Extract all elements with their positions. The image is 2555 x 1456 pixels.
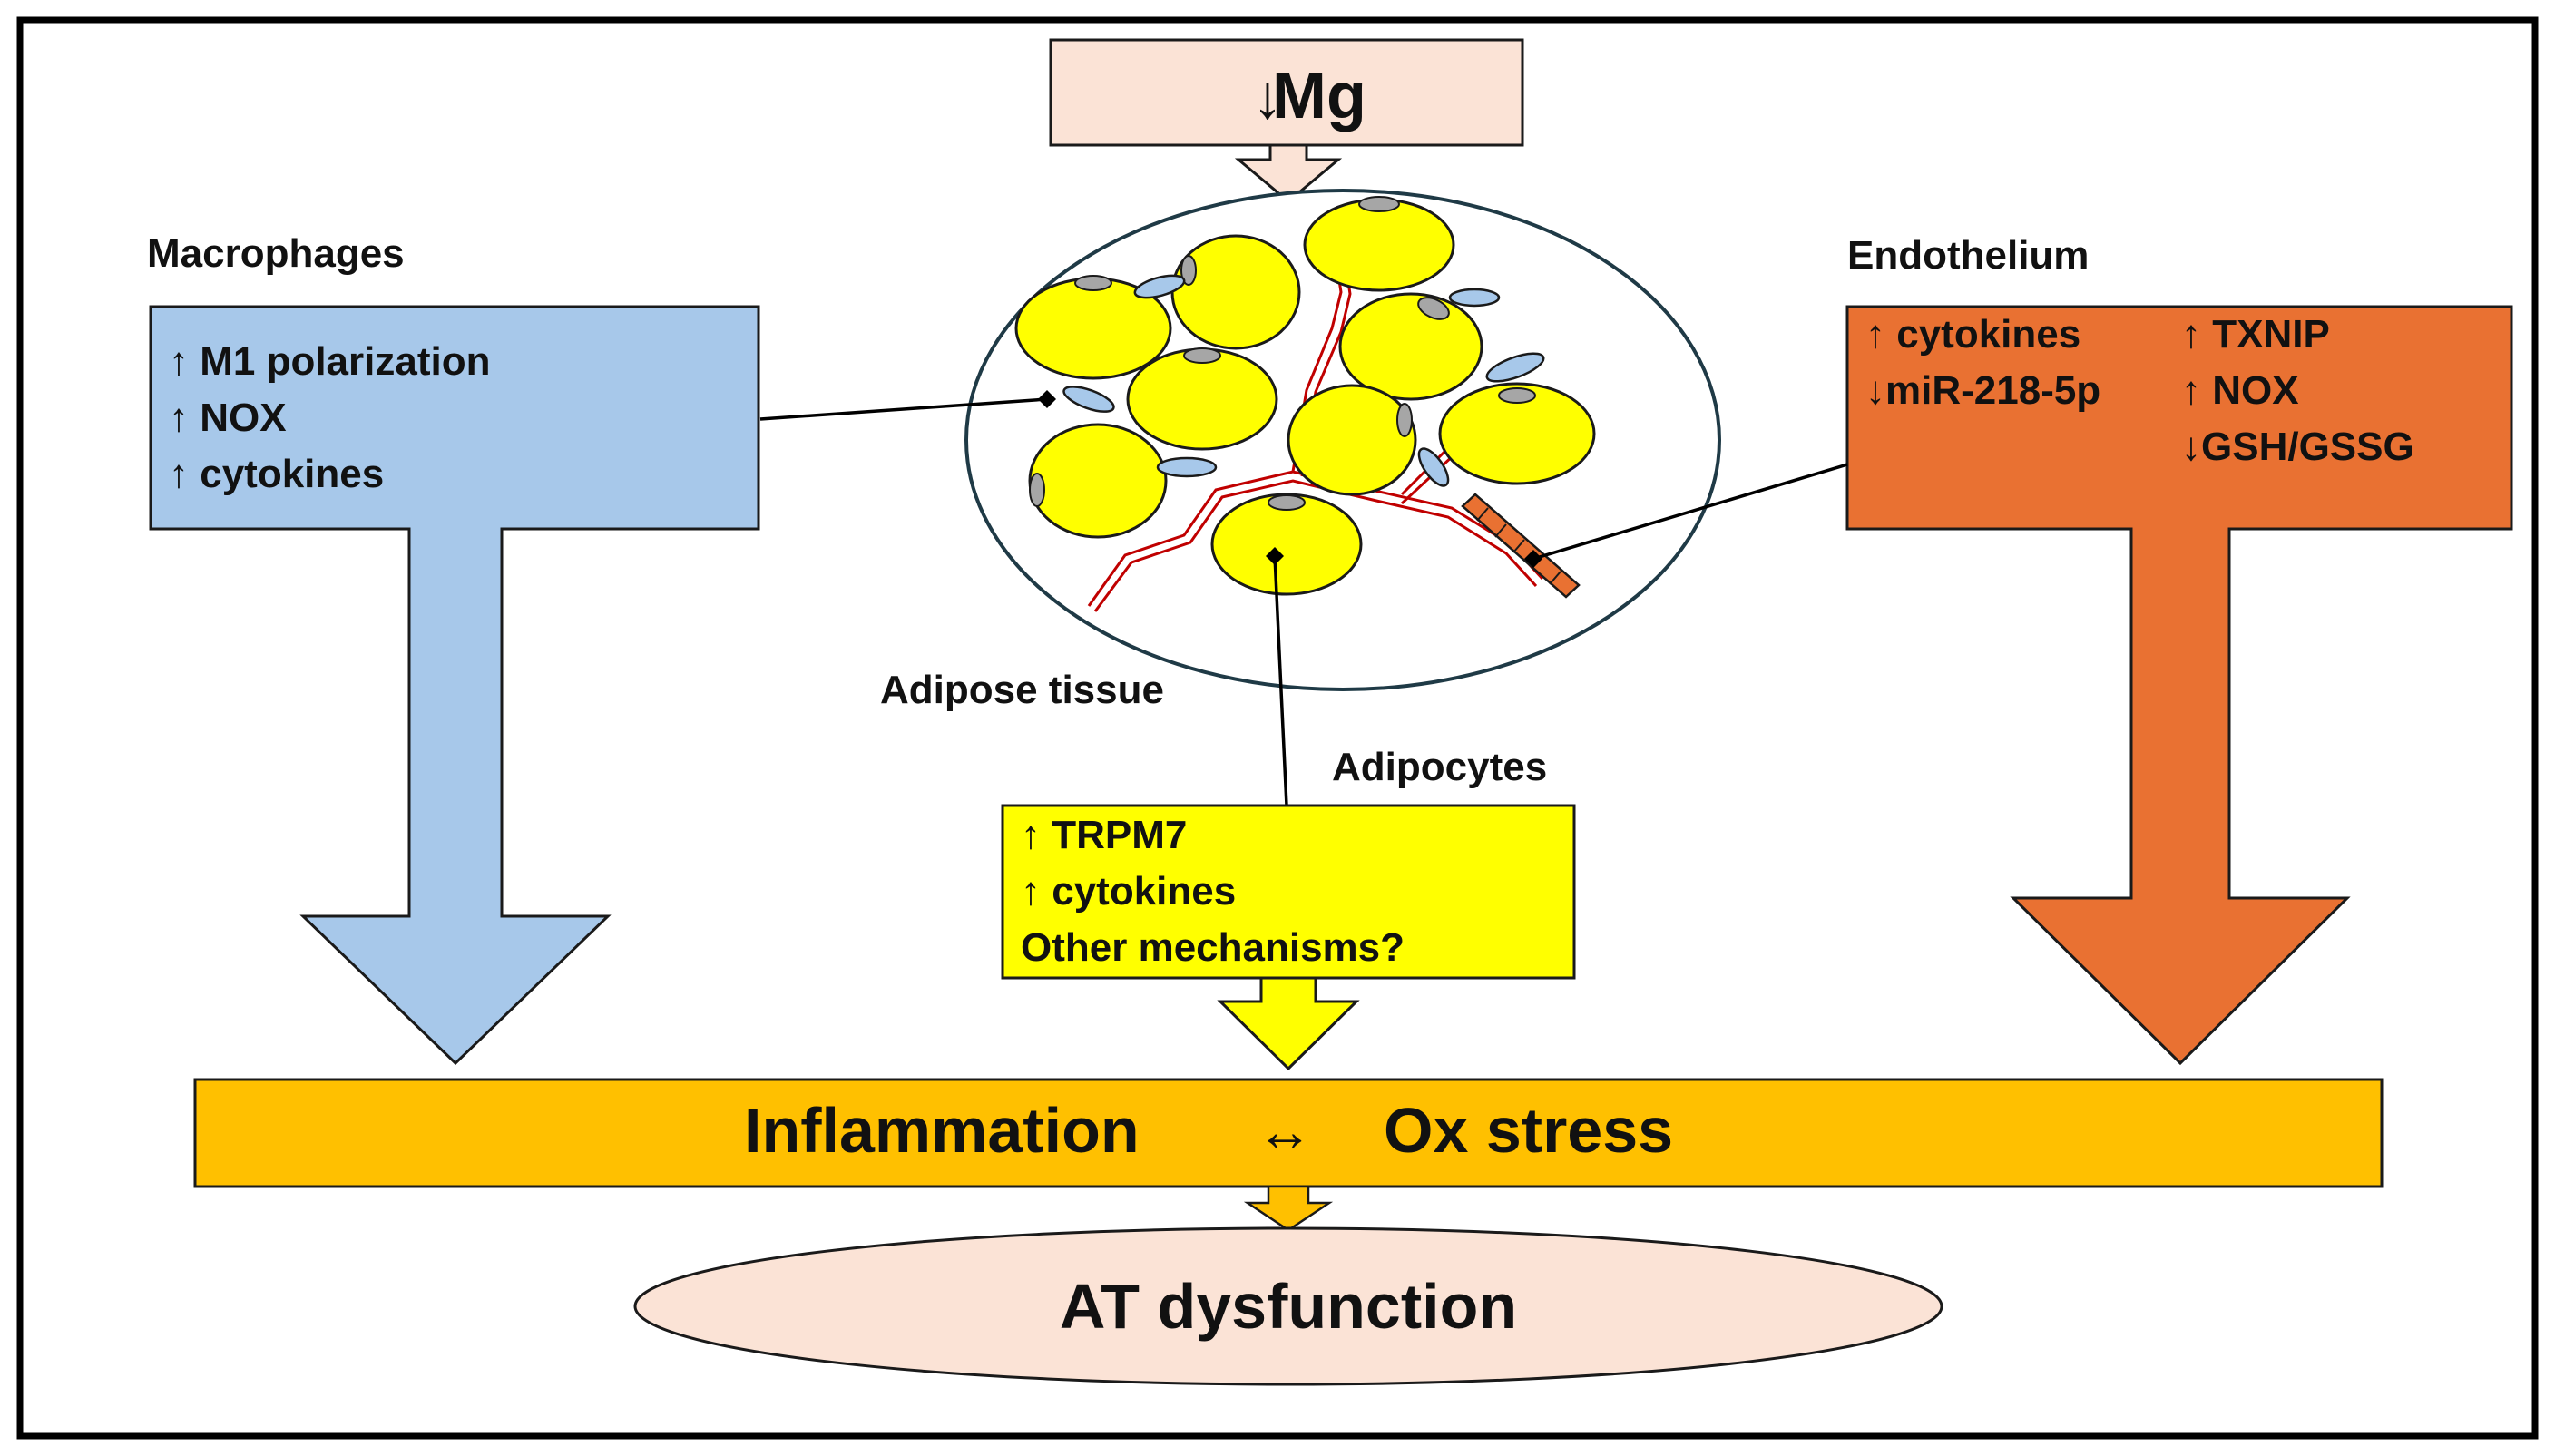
macrophage-cell xyxy=(1417,447,1450,487)
macrophage-cell xyxy=(1485,352,1545,383)
connector-macrophages xyxy=(759,397,1048,421)
mg-label: Mg xyxy=(1272,60,1366,132)
macrophages-arrow xyxy=(149,305,760,1066)
nucleus xyxy=(1498,387,1536,404)
nucleus xyxy=(1180,255,1197,286)
marker-adipocyte xyxy=(1266,547,1284,565)
nucleus xyxy=(1358,196,1400,212)
adipocyte xyxy=(1028,423,1168,539)
marker-macrophage xyxy=(1038,390,1056,408)
connector-lines xyxy=(759,397,1848,806)
connector-endothelium xyxy=(1532,463,1848,561)
endothelium-title: Endothelium xyxy=(1847,233,2089,278)
ox-stress-label: Ox stress xyxy=(1384,1095,1673,1166)
macrophages-title: Macrophages xyxy=(147,231,405,276)
adipose-tissue-label: Adipose tissue xyxy=(880,668,1164,712)
macrophage-cell xyxy=(1062,386,1115,413)
at-dysfunction-ellipse xyxy=(633,1226,1943,1386)
endothelium-item: ↓miR-218-5p xyxy=(1865,368,2100,413)
endothelium-block: Endothelium ↑ cytokines ↓miR-218-5p ↑ TX… xyxy=(1845,233,2513,1066)
at-dysfunction-label: AT dysfunction xyxy=(1060,1271,1517,1342)
macrophage-cell xyxy=(1448,288,1501,308)
nucleus xyxy=(1268,494,1306,511)
adipocyte xyxy=(1170,234,1301,350)
adipocytes-title: Adipocytes xyxy=(1332,745,1547,789)
endothelium-arrow xyxy=(1845,305,2513,1066)
adipocytes-item: ↑ TRPM7 xyxy=(1021,813,1187,857)
macrophages-item: ↑ M1 polarization xyxy=(169,339,490,384)
adipocyte xyxy=(1126,347,1278,451)
marker-endothelium xyxy=(1524,550,1542,568)
adipocyte xyxy=(1287,384,1417,496)
endothelium-item: ↑ NOX xyxy=(2181,368,2299,413)
macrophages-item: ↑ cytokines xyxy=(169,452,384,496)
adipocytes-block: Adipocytes ↑ TRPM7 ↑ cytokines Other mec… xyxy=(1001,745,1576,1071)
macrophage-cell xyxy=(1133,274,1186,299)
adipocytes-arrow xyxy=(1217,976,1360,1071)
connector-adipocytes xyxy=(1273,555,1288,806)
endothelium-item: ↑ TXNIP xyxy=(2181,312,2330,357)
final-arrow xyxy=(1243,1185,1334,1232)
nucleus xyxy=(1074,275,1112,291)
adipocyte xyxy=(1303,198,1455,292)
nucleus xyxy=(1029,473,1045,507)
macrophages-block: Macrophages ↑ M1 polarization ↑ NOX ↑ cy… xyxy=(147,231,760,1066)
adipocyte xyxy=(1438,382,1596,485)
mg-box xyxy=(1049,38,1524,147)
adipocytes-item: ↑ cytokines xyxy=(1021,869,1236,914)
adipocyte xyxy=(1338,292,1483,401)
outcome-bar: Inflammation ↔ Ox stress xyxy=(193,1078,2384,1188)
bidirectional-arrow-symbol: ↔ xyxy=(1257,1100,1313,1163)
adipocyte-cells xyxy=(1014,198,1596,596)
nucleus xyxy=(1396,403,1413,437)
mg-arrow-symbol: ↓ xyxy=(1252,63,1283,132)
inflammation-label: Inflammation xyxy=(744,1095,1140,1166)
mg-down-arrow xyxy=(1234,143,1343,203)
nucleus xyxy=(1417,297,1450,320)
nucleus xyxy=(1183,347,1221,364)
at-dysfunction: AT dysfunction xyxy=(633,1226,1943,1386)
adipocytes-item: Other mechanisms? xyxy=(1021,925,1405,970)
endothelium-item: ↓GSH/GSSG xyxy=(2181,425,2414,469)
adipocytes-box xyxy=(1001,804,1576,980)
macrophages-item: ↑ NOX xyxy=(169,396,287,440)
adipocyte-nuclei xyxy=(1029,196,1536,511)
connector-markers xyxy=(1038,390,1542,568)
macrophage-cells xyxy=(1062,274,1545,487)
mg-input: ↓ Mg xyxy=(1049,38,1524,203)
macrophage-cell xyxy=(1156,456,1218,478)
endothelium-item: ↑ cytokines xyxy=(1865,312,2080,357)
